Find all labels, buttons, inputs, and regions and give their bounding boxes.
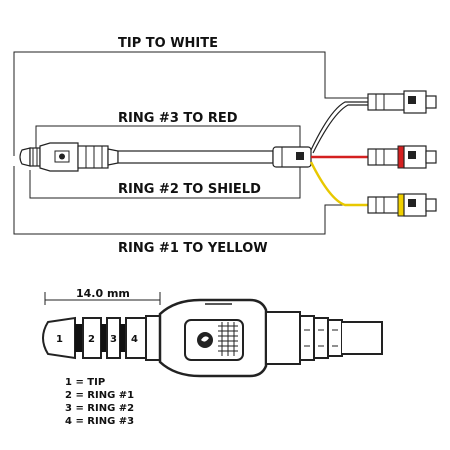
white-wire <box>310 101 368 151</box>
main-cable <box>117 150 274 164</box>
ring2-trace <box>29 160 301 199</box>
segment-2-number: 2 <box>88 334 95 345</box>
legend-item: 3 = RING #2 <box>65 403 134 414</box>
mini-plug <box>19 142 119 172</box>
rca-red-plug <box>367 145 437 169</box>
segment-3-number: 3 <box>110 334 117 345</box>
ring2-label: RING #2 TO SHIELD <box>118 182 261 197</box>
wiring-lines <box>13 51 368 235</box>
ring3-trace <box>35 125 301 150</box>
white-wire-inner <box>312 104 368 154</box>
ring1-trace <box>13 166 368 235</box>
splitter-body <box>272 146 312 168</box>
dimension-label: 14.0 mm <box>76 287 130 300</box>
legend-item: 1 = TIP <box>65 377 105 388</box>
legend: 1 = TIP 2 = RING #1 3 = RING #2 4 = RING… <box>65 377 134 427</box>
large-plug <box>42 298 383 378</box>
legend-item: 2 = RING #1 <box>65 390 134 401</box>
dimension-indicator <box>44 292 161 305</box>
tip-label: TIP TO WHITE <box>118 36 218 51</box>
segment-1-number: 1 <box>56 334 63 345</box>
rca-white-plug <box>367 90 437 114</box>
legend-item: 4 = RING #3 <box>65 416 134 427</box>
yellow-wire <box>309 161 368 207</box>
ring1-label: RING #1 TO YELLOW <box>118 241 268 256</box>
ring3-label: RING #3 TO RED <box>118 111 238 126</box>
tip-trace <box>13 51 368 156</box>
rca-yellow-plug <box>367 193 437 217</box>
branch-wires <box>309 101 368 207</box>
segment-4-number: 4 <box>131 334 138 345</box>
